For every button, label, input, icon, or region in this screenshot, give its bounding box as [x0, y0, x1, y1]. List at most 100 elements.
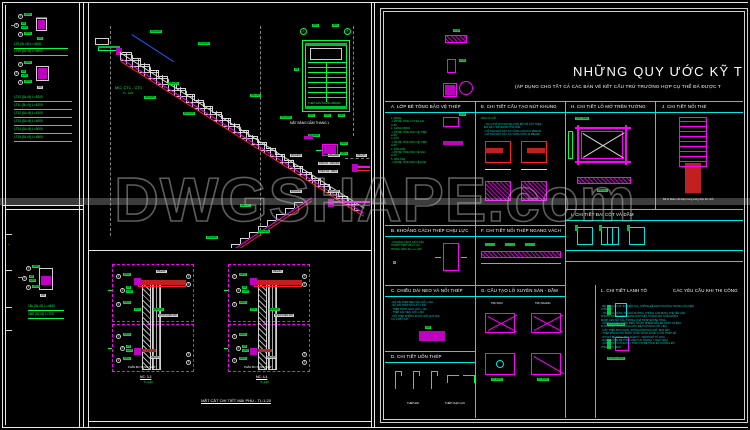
- section-j-rungs: [679, 117, 707, 167]
- small-detail-tag-1: 2Ø16: [340, 142, 348, 145]
- roof-left-tag-8: 2Ø16: [123, 357, 131, 360]
- roof-right-bubble-6: 1: [232, 358, 237, 363]
- frame-line-left-inner: [5, 5, 6, 425]
- rebar-tag-10: Ø8: [29, 275, 35, 278]
- stair-tag-8: Ø10a200: [308, 134, 320, 137]
- stair-tag-7: Ø10a200: [280, 116, 292, 119]
- notes-grid-hline-7: [385, 351, 475, 352]
- roof-detail-sections: 1 2 1 1 2 1 3 4 3 4 2Ø16 Ø8 a150 2Ø16 2Ø…: [90, 252, 370, 420]
- section-c-tag: 30d: [425, 326, 431, 329]
- frame-line-bottom: [2, 427, 748, 428]
- section-l-label-2: TƯỜNG Ø200: [607, 357, 625, 360]
- section-title-c: C. CHIỀU DÀI NEO VÀ NỐI THÉP: [391, 288, 463, 293]
- stair-tag-11: Ø8a200: [356, 154, 367, 157]
- roof-right-tag-1: 2Ø16: [239, 273, 247, 276]
- roof-left-tag-9: Ø8a200: [153, 308, 164, 311]
- rebar-tag-6: Ø8: [21, 70, 27, 73]
- section-e-diagram-2: [521, 141, 547, 163]
- beam-label-mid-1: LT10 (5L=5) L=5200: [14, 95, 43, 99]
- section-a-diagram-3: [443, 83, 457, 97]
- frame-line-left-split: [2, 205, 84, 206]
- roof-right-note-2: PHẦN BO XUNG THÉP: [244, 366, 272, 369]
- section-i-hook-1: [575, 225, 578, 231]
- section-e-diagram-4-hatch: [521, 181, 547, 201]
- roof-left-bubble-5: 2: [120, 346, 125, 351]
- beam-underline-9: [28, 310, 64, 311]
- frame-line-top: [2, 2, 748, 3]
- roof-node-left-bot: [134, 348, 141, 355]
- dim-tag-2: 300: [37, 86, 43, 89]
- frame-line-leftpanel-right-c: [88, 2, 89, 428]
- section-f-bar-2: [505, 243, 515, 246]
- section-j-column-fill: [685, 163, 701, 193]
- landing-box-upper: [95, 38, 109, 45]
- stair-tag-14: Ø8a200: [240, 204, 251, 207]
- notes-title: NHỮNG QUY ƯỚC KỸ THUẬT CHU: [573, 64, 743, 79]
- roof-left-tag-12: Ø8a200: [150, 356, 161, 359]
- roof-right-bubble-5: 2: [236, 346, 241, 351]
- plan-tag-bottom-3: Ø10: [338, 114, 345, 117]
- roof-right-note-1: PHẦN DIỆN MÁI: [274, 314, 294, 317]
- rebar-section-box-1: [36, 18, 47, 31]
- bar-mark-bubble-9: 1: [26, 285, 31, 290]
- section-g-diagram-2: [531, 313, 561, 333]
- beam-underline-4: [14, 109, 72, 110]
- dim-line-1: [11, 25, 15, 26]
- notes-grid-vline-1: [475, 101, 476, 418]
- landing-beam-upper: [116, 48, 122, 55]
- section-title-d: D. CHI TIẾT UỐN THÉP: [391, 354, 442, 359]
- stair-tag-13: Ø10a200: [328, 190, 340, 193]
- plan-tag-bottom-1: Ø10: [308, 114, 315, 117]
- rebar-tag-4: 2Ø16: [24, 32, 32, 35]
- roof-left-tag-11: Ø8a200: [156, 270, 167, 273]
- plan-grid-bubble-a: A: [300, 28, 307, 35]
- stair-tag-6: Ø8a150: [250, 94, 261, 97]
- section-title-h: H. CHI TIẾT LỖ MỞ TRÊN TƯỜNG: [571, 104, 646, 109]
- rebar-tag-12: 2Ø16: [32, 285, 40, 288]
- section-g-diagram-3: [485, 353, 515, 375]
- section-c-notes: - ĐỘ DÀI THÉP NEO VÀO GỐI ≥ 30d - ĐỘ DÀI…: [391, 301, 440, 322]
- rebar-section-box-3: [39, 268, 53, 290]
- section-c-diagram-fill: [419, 331, 445, 341]
- roof-right-bubble-10: 4: [302, 360, 307, 365]
- section-g-hole-1: [496, 360, 504, 368]
- section-e-diagram-1-fill: [485, 148, 503, 153]
- beam-underline-1: [14, 48, 68, 49]
- section-d-label-2: THÉP CHỊU LỰC: [445, 402, 466, 405]
- roof-right-tag-12: Ø8a200: [266, 356, 277, 359]
- section-d-bend-diagrams: [391, 369, 475, 399]
- beam-underline-7: [14, 133, 72, 134]
- section-h-rein-1: [575, 127, 631, 129]
- rebar-tag-3: a200: [21, 26, 29, 29]
- section-l-label-1: TƯỜNG Ø100: [607, 323, 625, 326]
- stair-tag-12: Ø10a200: [290, 190, 302, 193]
- section-title-e: E. CHI TIẾT CẤU TẠO NÚT KHUNG: [481, 104, 557, 109]
- roof-left-bubble-6: 1: [116, 358, 121, 363]
- left-panel-beam-schedule: 1 2 1 2Ø16 Ø8 a200 2Ø16 200 LT9 (5L=5) L…: [6, 6, 78, 204]
- section-f-bar-3: [525, 243, 535, 246]
- stair-tag-16: Ø10a200: [258, 230, 270, 233]
- rebar-section-fill-1: [38, 20, 45, 29]
- landing-slab-mid-red: [354, 170, 370, 171]
- roof-plate-right-bot: [258, 349, 272, 352]
- roof-right-bubble-4: 1: [232, 334, 237, 339]
- plan-grid-bubble-b: B: [344, 28, 351, 35]
- landing-slab-lower-red: [330, 205, 370, 206]
- frame-line-left-outer: [2, 2, 3, 428]
- beam-underline-3: [14, 101, 72, 102]
- section-b-notes: - KHOẢNG CÁCH GIỮA CÁC THANH THÉP CHỊU L…: [391, 241, 425, 251]
- section-b-arrow-1: [435, 257, 441, 258]
- section-a-tag-2: a=25: [459, 59, 467, 62]
- stair-tag-2: Ø10a200: [198, 42, 210, 45]
- bar-mark-bubble-4: 1: [18, 62, 23, 67]
- section-g-label-2: TRỤ NGANG: [535, 302, 551, 305]
- section-title-b: B. KHOẢNG CÁCH THÉP CHỊU LỰC: [391, 228, 469, 233]
- section-a-diagram-3-fill: [445, 85, 455, 95]
- beam-underline-2: [14, 55, 68, 56]
- frame-line-mid-split: [88, 250, 371, 251]
- section-l-box-2: [615, 337, 629, 351]
- stair-section-label: MC: CT1 - CT1: [115, 85, 143, 90]
- notes-grid-hline-8: [385, 362, 475, 363]
- roof-detail-right-scale: TL:1/20: [260, 381, 269, 384]
- stair-plan-beam-bottom: [305, 106, 347, 109]
